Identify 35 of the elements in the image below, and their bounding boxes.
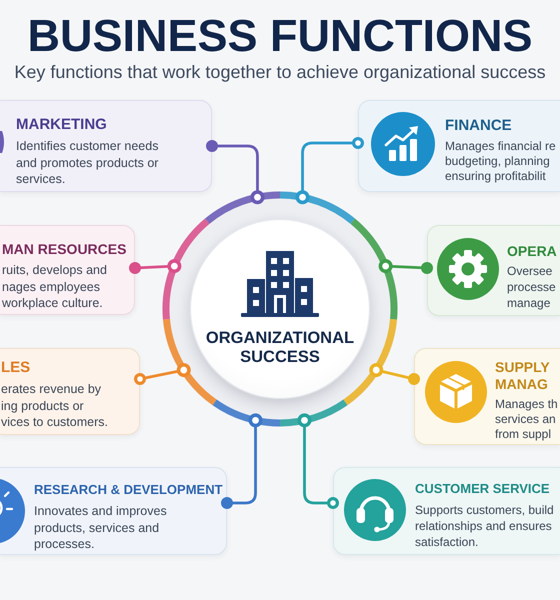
function-card (0, 467, 227, 555)
card-description: Oversee processe manage (507, 263, 557, 311)
card-description: Innovates and improves products, services and processes. (34, 503, 168, 552)
function-card (414, 348, 560, 445)
card-heading: MARKETING (16, 116, 107, 134)
connector (134, 363, 191, 385)
connector (369, 363, 420, 385)
card-description: Manages financial re budgeting, planning ensuring profitabilit (445, 139, 557, 184)
card-heading: SUPPLY MANAG (495, 359, 550, 392)
subtitle: Key functions that work together to achieve organizational success (14, 61, 546, 83)
function-card (0, 225, 135, 315)
connector (296, 137, 364, 204)
card-heading: CUSTOMER SERVICE (415, 480, 550, 498)
function-card (0, 348, 140, 435)
connector (378, 259, 433, 274)
card-heading: LES (1, 359, 30, 377)
function-card (0, 100, 212, 192)
card-heading: FINANCE (445, 117, 512, 135)
card-description: Identifies customer needs and promotes products or services. (16, 138, 160, 188)
connector (206, 140, 264, 204)
card-heading: MAN RESOURCES (2, 240, 126, 258)
card-description: ruits, develops and nages employees workplace culture. (2, 262, 108, 312)
function-card (358, 100, 560, 192)
connector (129, 259, 182, 274)
card-heading: RESEARCH & DEVELOPMENT (34, 481, 223, 499)
card-description: Manages th services an from suppl (495, 397, 559, 442)
card-description: erates revenue by ing products or vices to customers. (1, 381, 109, 430)
connector (221, 413, 263, 509)
connector (297, 413, 339, 509)
card-heading: OPERA (507, 242, 557, 260)
page-title: BUSINESS FUNCTIONS (27, 11, 533, 61)
function-card (427, 225, 560, 316)
function-card (333, 467, 560, 555)
hub-label: ORGANIZATIONAL SUCCESS (204, 329, 356, 367)
card-description: Supports customers, build relationships and ensures satisfaction. (415, 502, 555, 550)
